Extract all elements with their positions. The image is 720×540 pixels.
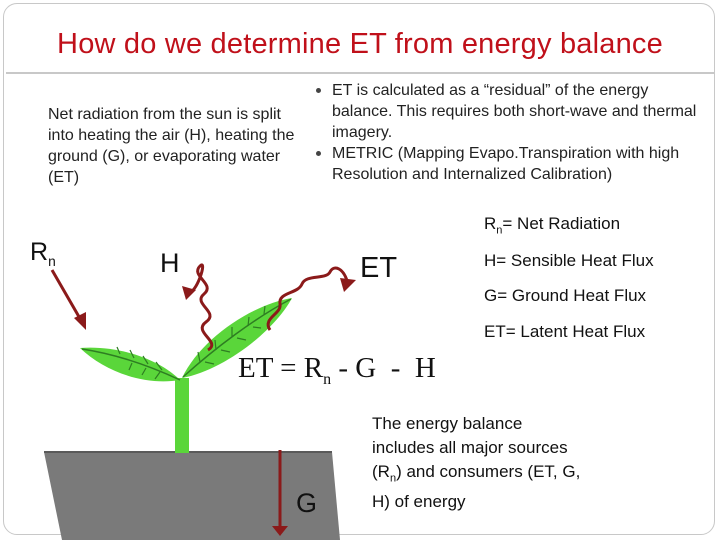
- bullet-text: METRIC (Mapping Evapo.Transpiration with…: [332, 145, 680, 183]
- et-wavy-arrow-icon: [266, 266, 356, 331]
- plant-stem: [175, 378, 189, 453]
- bullet-dot-icon: [316, 151, 321, 156]
- rn-label: Rn: [30, 238, 56, 269]
- et-label: ET: [360, 252, 398, 284]
- bullet-item: METRIC (Mapping Evapo.Transpiration with…: [310, 143, 710, 185]
- legend-g: G= Ground Heat Flux: [484, 286, 647, 305]
- bullet-text: ET is calculated as a “residual” of the …: [332, 82, 697, 141]
- slide-frame: [3, 3, 715, 535]
- energy-balance-equation: ET = Rn - G - H: [238, 352, 436, 388]
- ground-patch: [44, 452, 340, 540]
- summary-text: The energy balance includes all major so…: [372, 414, 581, 512]
- legend-rn: Rn= Net Radiation: [484, 214, 621, 237]
- g-label: G: [296, 488, 318, 518]
- title-divider: [6, 72, 714, 74]
- g-arrow-icon: [272, 450, 288, 536]
- rn-arrow-icon: [50, 269, 86, 330]
- h-wavy-arrow-icon: [182, 263, 214, 352]
- bullet-item: ET is calculated as a “residual” of the …: [310, 80, 710, 143]
- legend-h: H= Sensible Heat Flux: [484, 251, 654, 270]
- legend-et: ET= Latent Heat Flux: [484, 322, 646, 341]
- bullet-dot-icon: [316, 88, 321, 93]
- plant-leaf-left: [80, 346, 181, 382]
- h-label: H: [160, 248, 180, 278]
- slide-title: How do we determine ET from energy balan…: [57, 28, 663, 60]
- intro-text: Net radiation from the sun is split into…: [48, 106, 295, 186]
- bullet-list: ET is calculated as a “residual” of the …: [310, 80, 710, 185]
